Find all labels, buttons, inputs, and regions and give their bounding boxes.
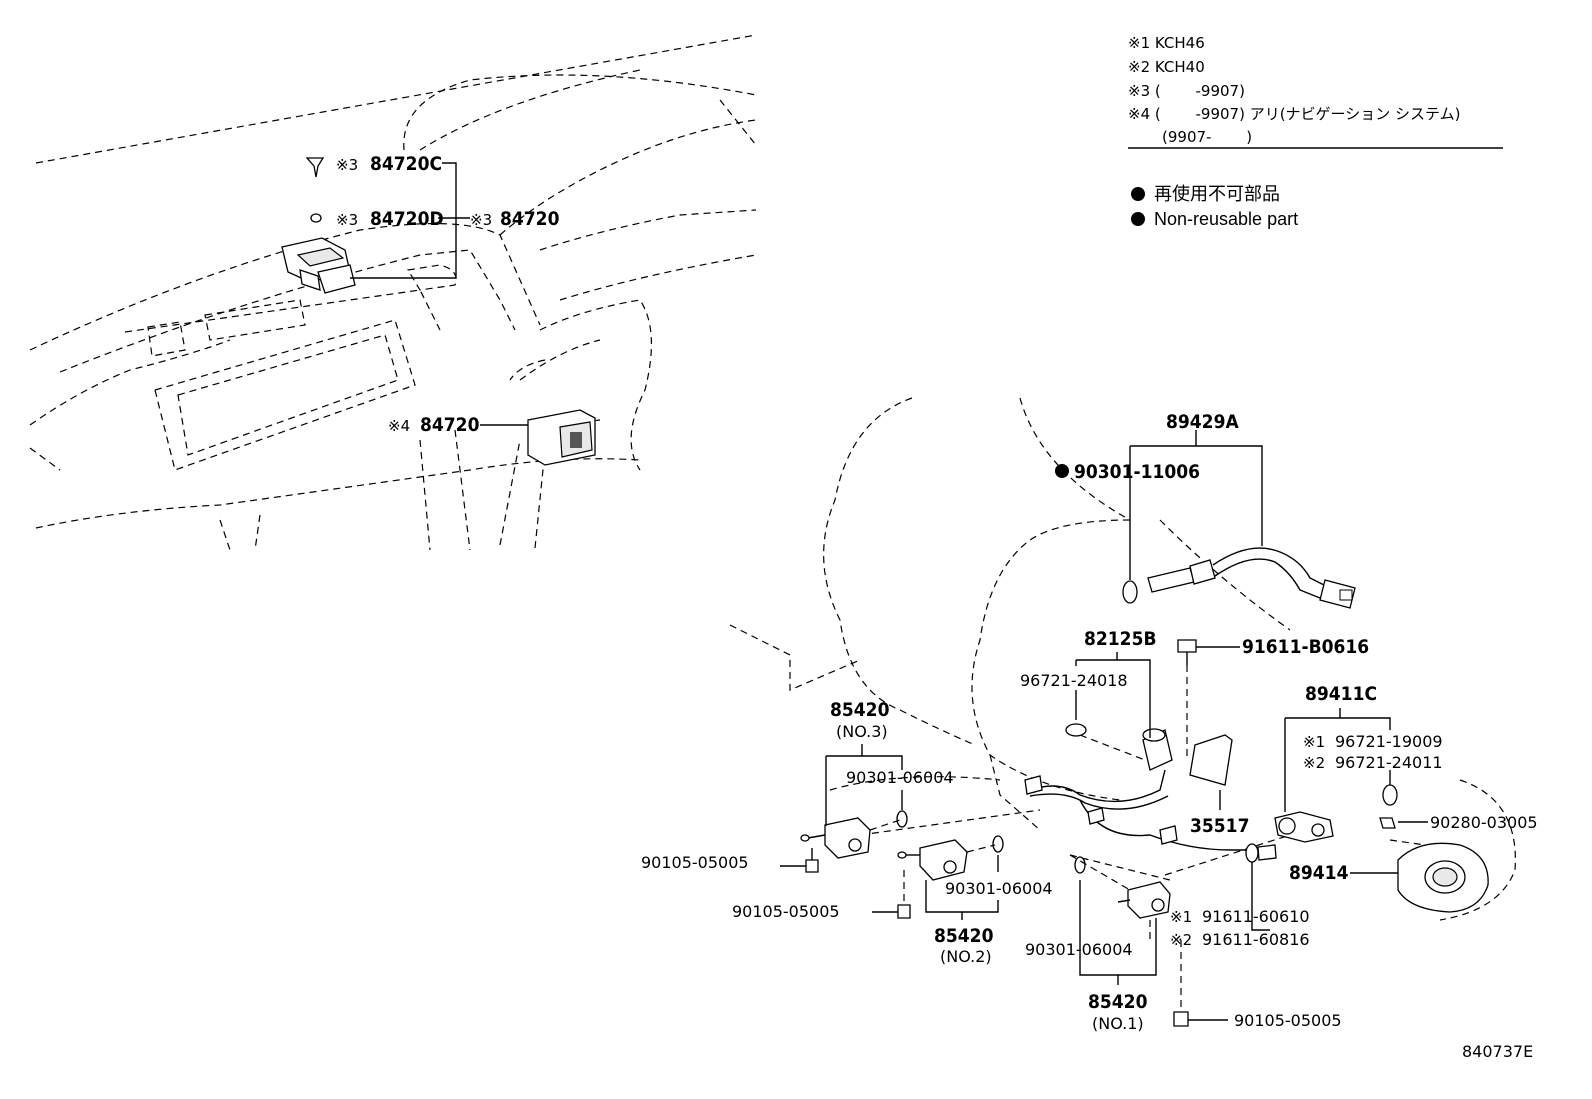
- part-label-91611-60816: 91611-60816: [1202, 930, 1310, 949]
- part-label-85420: 85420: [830, 699, 890, 721]
- sensor-89411C: [1274, 811, 1334, 843]
- part-label-91611-B0616: 91611-B0616: [1242, 636, 1369, 658]
- note-mark-2: ※2: [1303, 754, 1325, 772]
- dashboard-outline: [29, 34, 757, 551]
- leaders-85420-no2: [872, 844, 999, 920]
- plug-84720D: [310, 213, 322, 223]
- leaders-82125B: [1075, 652, 1151, 761]
- part-label-85420: 85420: [934, 925, 994, 947]
- part-label-82125B: 82125B: [1084, 628, 1157, 650]
- part-label-85420-sub: (NO.1): [1092, 1014, 1144, 1033]
- non-reusable-dot-icon: [1131, 187, 1145, 201]
- note-mark-4: ※4: [388, 417, 410, 435]
- part-label-85420: 85420: [1088, 991, 1148, 1013]
- legend-block: 再使用不可部品 Non-reusable part: [1131, 184, 1298, 229]
- note-mark-3: ※3: [336, 156, 358, 174]
- bolt-90105-05005-a: [805, 848, 819, 873]
- part-label-90280-03005: 90280-03005: [1430, 813, 1538, 832]
- clip-84720C: [305, 157, 325, 178]
- bolt-91611-B0616: [1177, 639, 1197, 665]
- part-label-84720: 84720: [500, 208, 560, 230]
- bolt-90105-05005-b: [897, 870, 911, 919]
- part-label-90105-05005: 90105-05005: [732, 902, 840, 921]
- non-reusable-dot-icon: [1055, 464, 1069, 478]
- o-ring-96721-19009: [1382, 784, 1398, 806]
- switch-84720-lower: [527, 409, 596, 466]
- note-mark-3: ※3: [336, 211, 358, 229]
- note-2: ※2 KCH40: [1128, 58, 1205, 76]
- bolt-91611-60610: [1245, 843, 1277, 863]
- switch-84720-upper: [281, 237, 356, 294]
- leaders-89429A: [1129, 430, 1263, 580]
- wire-harness-82125B: [1024, 728, 1260, 851]
- part-label-96721-19009: 96721-19009: [1335, 732, 1443, 751]
- washer-90301-11006: [1122, 580, 1138, 604]
- non-reusable-dot-icon: [1131, 212, 1145, 226]
- part-label-96721-24018: 96721-24018: [1020, 671, 1128, 690]
- note-mark-1: ※1: [1303, 733, 1325, 751]
- part-label-90105-05005: 90105-05005: [641, 853, 749, 872]
- note-4-cont: (9907- ): [1162, 128, 1252, 146]
- o-ring-90301-06004: [992, 835, 1004, 853]
- note-mark-1: ※1: [1170, 908, 1192, 926]
- holder-89414: [1397, 842, 1489, 913]
- o-ring-90301-06004: [896, 810, 908, 828]
- part-label-91611-60610: 91611-60610: [1202, 907, 1310, 926]
- notes-block: ※1 KCH46 ※2 KCH40 ※3 ( -9907) ※4 ( -9907…: [1128, 34, 1503, 149]
- grommet-96721-24018: [1065, 723, 1087, 737]
- bolt-90105-05005-c: [1149, 920, 1189, 1027]
- part-label-84720C: 84720C: [370, 153, 442, 175]
- leaders-upper: [350, 162, 528, 426]
- note-1: ※1 KCH46: [1128, 34, 1205, 52]
- part-label-90105-05005: 90105-05005: [1234, 1011, 1342, 1030]
- o-ring-90301-06004: [1074, 856, 1086, 874]
- part-label-89414: 89414: [1289, 862, 1349, 884]
- note-mark-3: ※3: [470, 211, 492, 229]
- part-label-90301-06004: 90301-06004: [1025, 940, 1133, 959]
- sensor-89429A: [1147, 547, 1356, 609]
- leaders-89411C: [1284, 708, 1391, 812]
- sensor-85420-no3: [800, 817, 871, 859]
- part-label-85420-sub: (NO.3): [836, 722, 888, 741]
- legend-jp: 再使用不可部品: [1154, 184, 1280, 204]
- part-label-96721-24011: 96721-24011: [1335, 753, 1443, 772]
- sensor-85420-no1: [1117, 881, 1171, 919]
- figure-id: 840737E: [1462, 1042, 1533, 1061]
- part-label-90301-06004: 90301-06004: [846, 768, 954, 787]
- leaders-85420-no3: [780, 744, 903, 867]
- note-4: ※4 ( -9907) アリ(ナビゲーション システム): [1128, 105, 1460, 123]
- clip-90280-03005: [1379, 817, 1396, 829]
- part-label-85420-sub: (NO.2): [940, 947, 992, 966]
- sensor-85420-no2: [897, 839, 968, 881]
- part-label-89429A: 89429A: [1166, 411, 1239, 433]
- body-outline: [729, 397, 1516, 921]
- note-3: ※3 ( -9907): [1128, 82, 1245, 100]
- part-label-90301-11006: 90301-11006: [1074, 461, 1200, 483]
- part-label-84720D: 84720D: [370, 208, 444, 230]
- part-label-89411C: 89411C: [1305, 683, 1377, 705]
- legend-en: Non-reusable part: [1154, 209, 1298, 229]
- part-label-84720: 84720: [420, 414, 480, 436]
- part-label-90301-06004: 90301-06004: [945, 879, 1053, 898]
- leaders-85420-no1: [1069, 854, 1228, 1021]
- leader-91611-60610: [1251, 862, 1270, 931]
- part-label-35517: 35517: [1190, 815, 1249, 837]
- bracket-35517: [1189, 734, 1233, 786]
